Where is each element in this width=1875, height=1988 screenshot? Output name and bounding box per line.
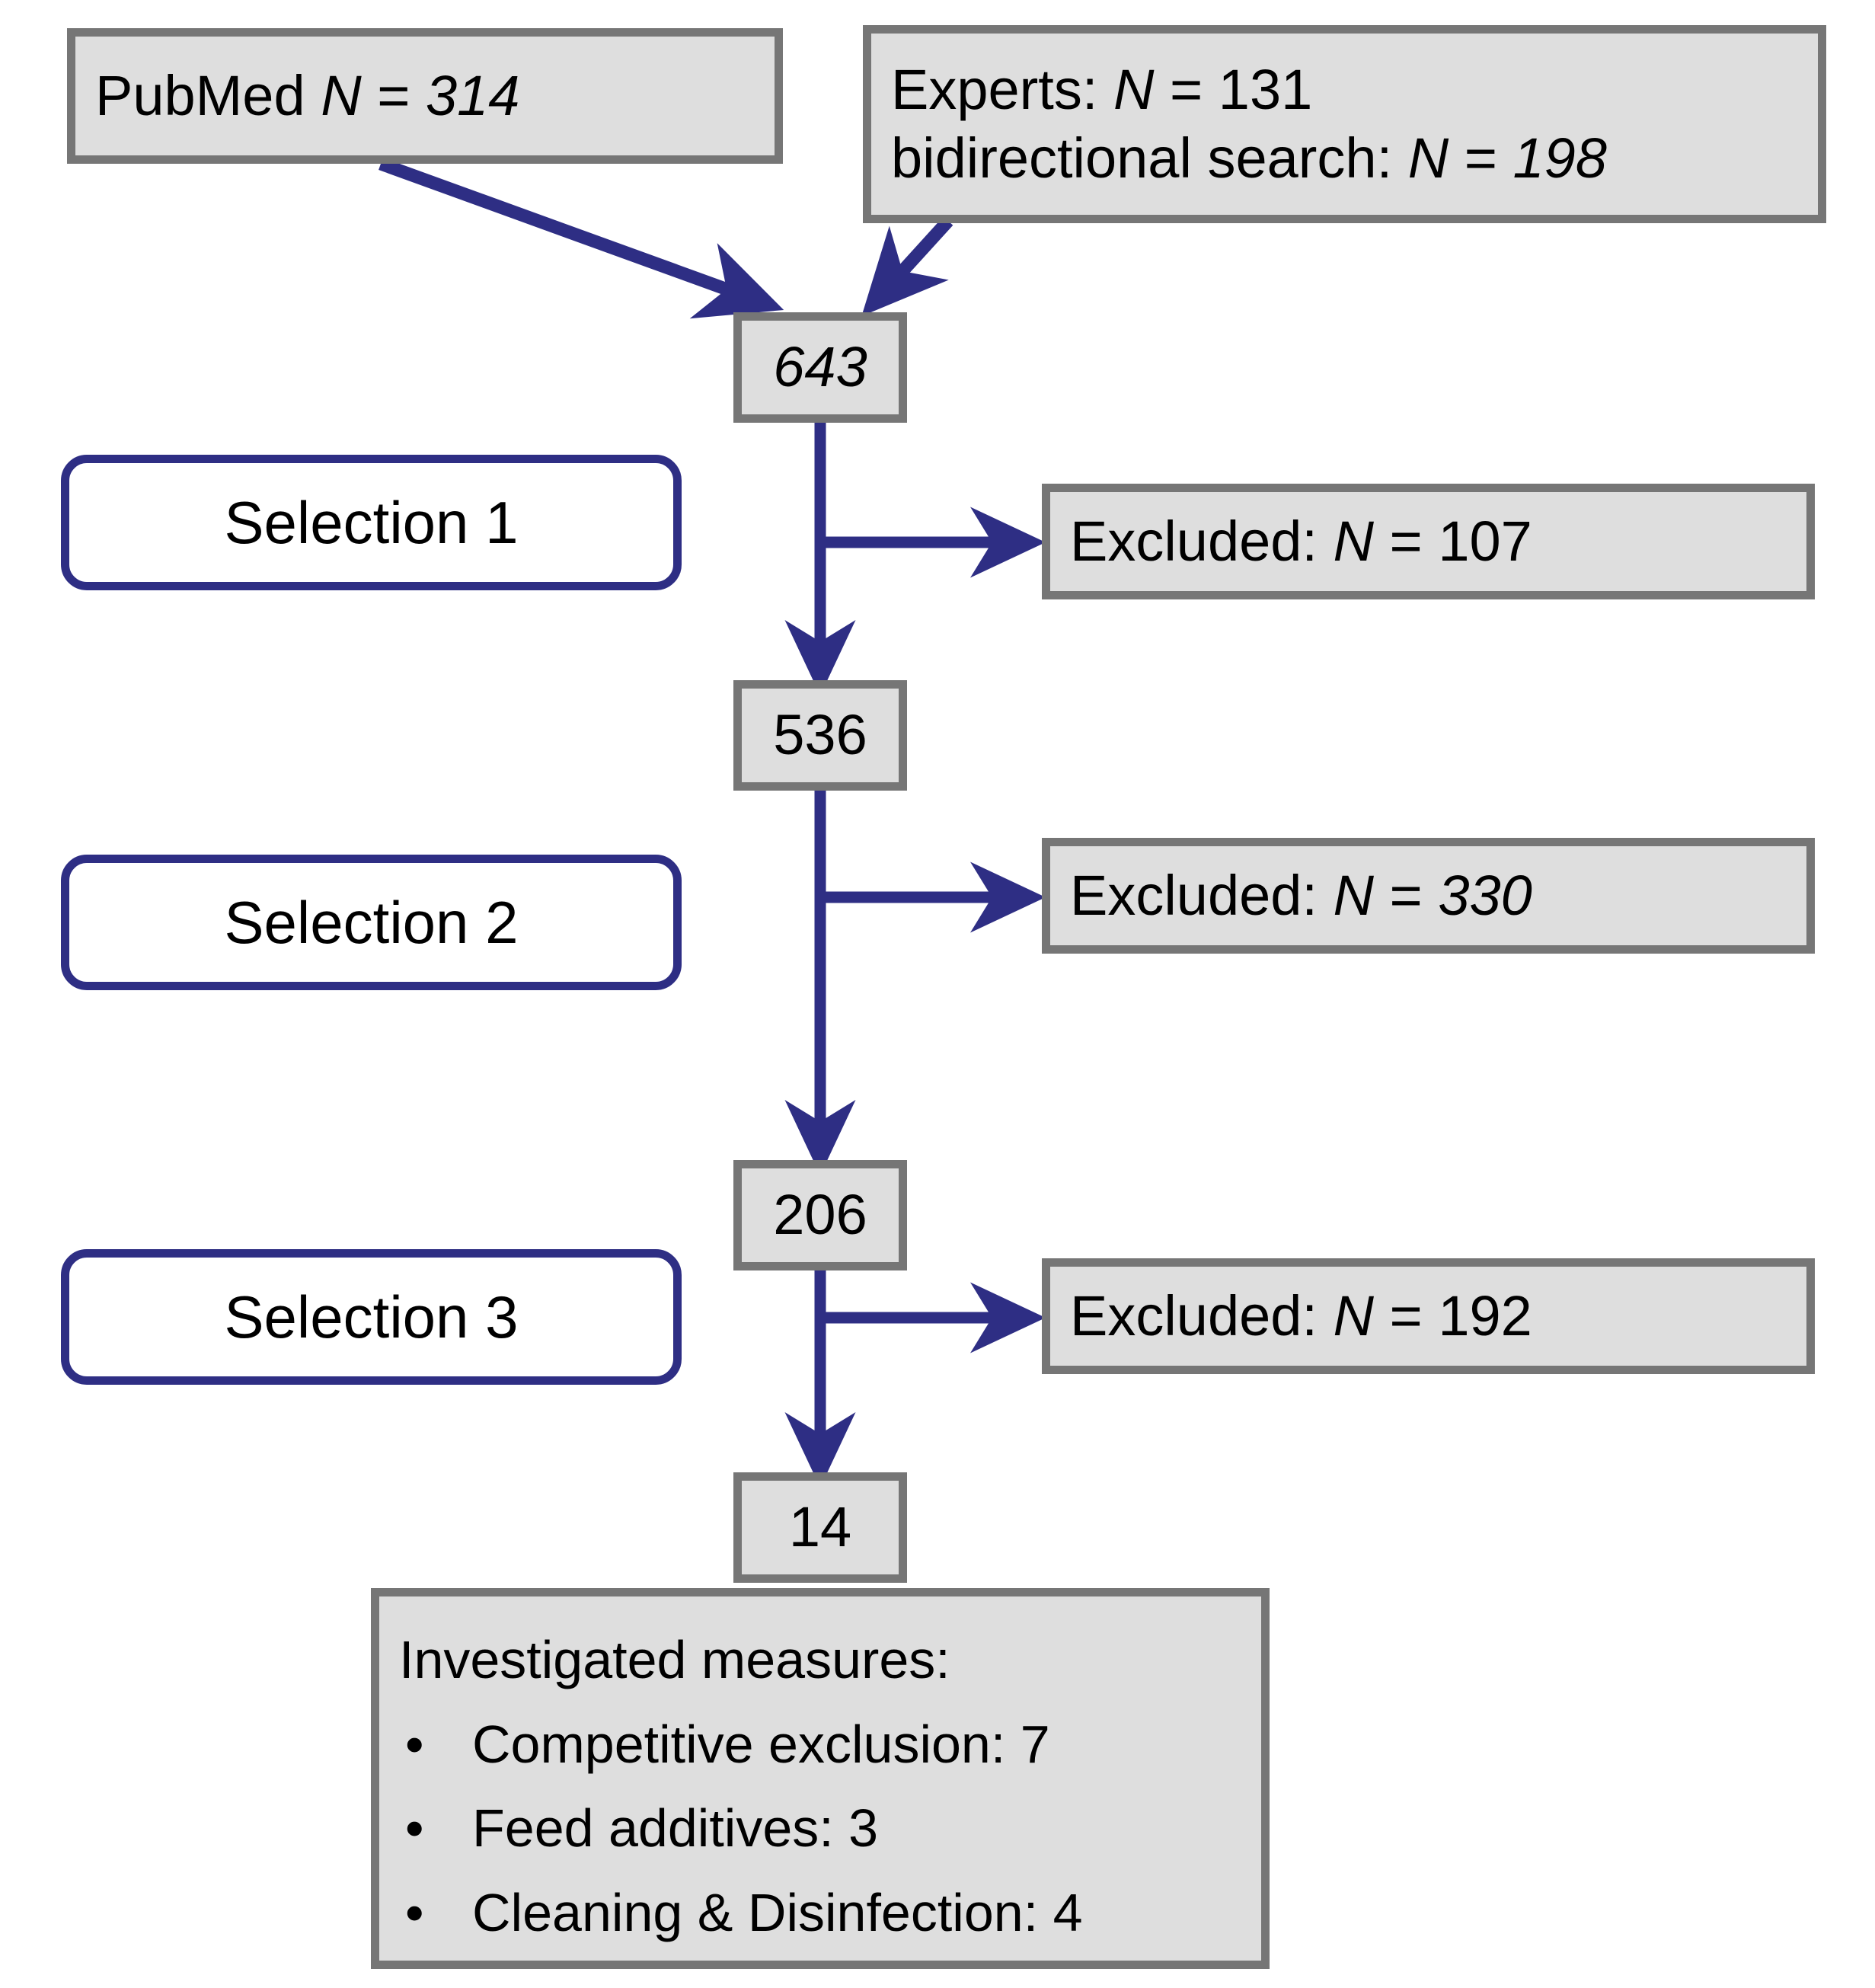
arrow-pubmed-to-pool [379,158,784,319]
selection-1-label: Selection 1 [224,488,519,556]
measures-item-label: Feed additives: 3 [472,1798,879,1859]
measures-item: • Competitive exclusion: 7 [399,1702,1243,1787]
count-initial-value: 643 [773,335,867,399]
selection-box-3[interactable]: Selection 3 [61,1249,682,1385]
count-206-value: 206 [773,1183,867,1247]
excluded-2-n-symbol: N [1333,863,1374,927]
excluded-3-text: Excluded: N = 192 [1070,1283,1532,1347]
measures-heading: Investigated measures: [399,1630,950,1689]
selection-box-2[interactable]: Selection 2 [61,855,682,990]
source-box-experts: Experts: N = 131 bidirectional search: N… [863,25,1826,223]
bidirectional-n-symbol: N [1407,126,1449,190]
count-536-value: 536 [773,703,867,767]
excluded-1-text: Excluded: N = 107 [1070,509,1532,573]
experts-value: 131 [1218,57,1313,121]
count-box-initial: 643 [733,312,907,423]
investigated-measures-box: Investigated measures: • Competitive exc… [371,1588,1270,1969]
arrow-experts-to-pool [861,216,953,317]
excluded-box-3: Excluded: N = 192 [1042,1258,1815,1374]
bullet-icon: • [405,1714,424,1774]
source-box-pubmed: PubMed N = 314 [67,28,783,164]
bullet-icon: • [405,1798,424,1859]
excluded-box-1: Excluded: N = 107 [1042,484,1815,599]
pubmed-value: 314 [425,63,520,127]
selection-box-1[interactable]: Selection 1 [61,455,682,590]
experts-line-1: Experts: N = 131 [891,57,1313,121]
excluded-box-2: Excluded: N = 330 [1042,838,1815,954]
measures-item: • Cleaning & Disinfection: 4 [399,1871,1243,1955]
selection-2-label: Selection 2 [224,888,519,956]
measures-item-label: Competitive exclusion: 7 [472,1714,1050,1774]
excluded-1-value: 107 [1438,509,1532,573]
excluded-2-value: 330 [1438,863,1532,927]
pubmed-n-symbol: N [321,63,362,127]
bidirectional-value: 198 [1512,126,1607,190]
measures-item-label: Cleaning & Disinfection: 4 [472,1882,1083,1942]
count-final-value: 14 [788,1495,852,1559]
count-box-final: 14 [733,1472,907,1583]
count-box-after-selection-1: 536 [733,680,907,791]
selection-3-label: Selection 3 [224,1283,519,1350]
pubmed-text: PubMed N = 314 [95,63,520,127]
excluded-3-value: 192 [1438,1283,1532,1347]
excluded-3-n-symbol: N [1333,1283,1374,1347]
experts-line-2: bidirectional search: N = 198 [891,126,1607,190]
bullet-icon: • [405,1882,424,1942]
excluded-1-n-symbol: N [1333,509,1374,573]
excluded-2-text: Excluded: N = 330 [1070,863,1532,927]
measures-list: • Competitive exclusion: 7 • Feed additi… [399,1702,1243,1955]
experts-n-symbol: N [1113,57,1155,121]
count-box-after-selection-2: 206 [733,1160,907,1270]
measures-item: • Feed additives: 3 [399,1786,1243,1871]
